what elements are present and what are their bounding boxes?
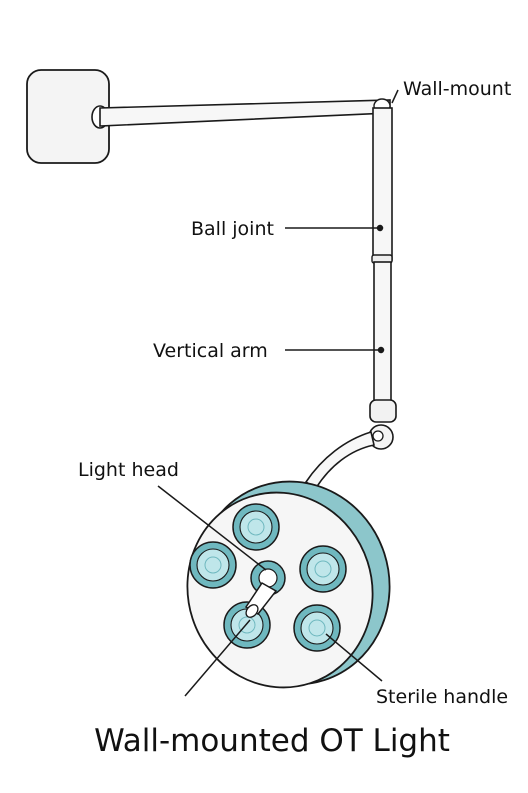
leader-sterile-handle	[325, 633, 383, 682]
lens-right	[299, 545, 347, 593]
vertical-arm	[371, 107, 393, 408]
yoke-arm	[304, 430, 375, 490]
leader-wall-mount	[391, 89, 399, 104]
light-head	[186, 480, 391, 689]
lens-bottom-right	[293, 604, 341, 652]
label-light-head: Light head	[78, 459, 179, 481]
label-vertical-arm: Vertical arm	[153, 340, 268, 362]
ball-joint	[368, 399, 397, 450]
lens-top	[232, 503, 280, 551]
label-wall-mount: Wall-mount	[403, 78, 511, 100]
diagram-title: Wall-mounted OT Light	[94, 723, 450, 759]
lens-left	[189, 541, 237, 589]
label-sterile-handle: Sterile handle	[376, 686, 508, 708]
wall-mount-bracket	[26, 69, 110, 164]
leader-handle-lower	[184, 619, 251, 697]
leader-ball-joint-dot	[376, 224, 384, 232]
leader-vertical-arm-dot	[377, 346, 385, 354]
sterile-handle	[244, 582, 278, 618]
label-ball-joint: Ball joint	[191, 218, 274, 240]
horizontal-arm	[99, 98, 391, 127]
leader-light-head	[157, 485, 267, 571]
leader-lines	[157, 89, 399, 697]
